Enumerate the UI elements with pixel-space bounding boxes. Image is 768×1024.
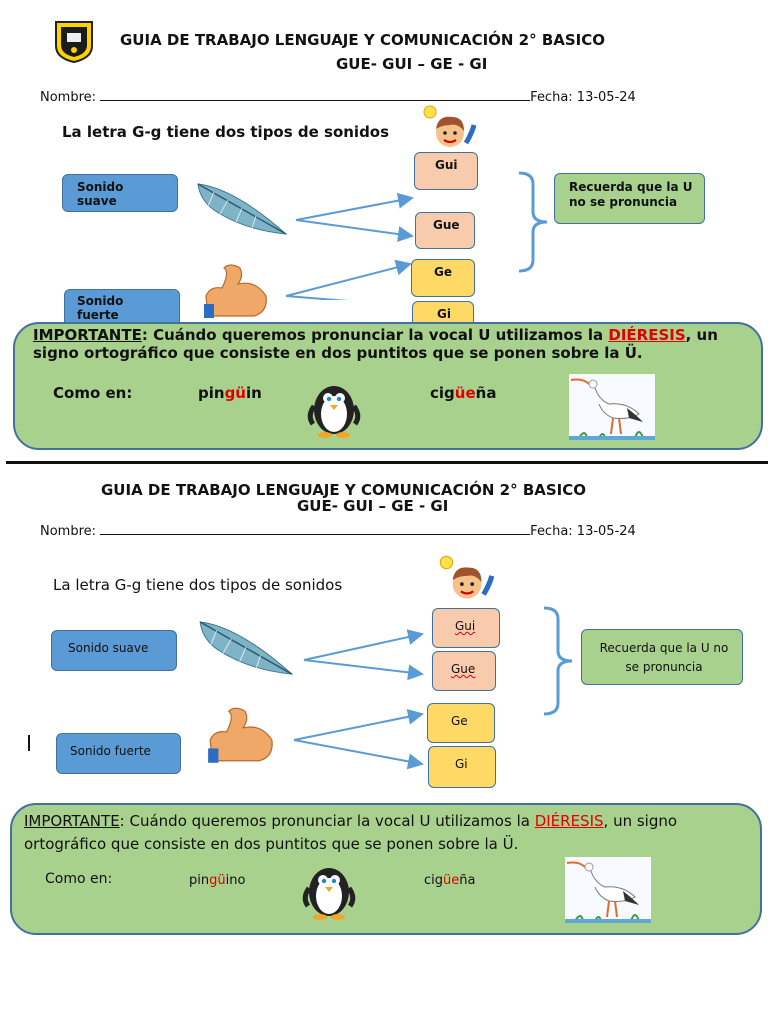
flexed-arm-icon xyxy=(208,707,273,763)
word-part: pin xyxy=(198,384,225,402)
soft-sound-label: Sonido suave xyxy=(77,180,124,208)
worksheet-title: GUIA DE TRABAJO LENGUAJE Y COMUNICACIÓN … xyxy=(120,31,606,49)
boy-idea-icon xyxy=(439,555,495,599)
word-part: pin xyxy=(189,873,210,888)
dieresis-word: DIÉRESIS xyxy=(608,326,686,344)
syllable-gui: Gui xyxy=(432,608,500,648)
name-label: Nombre: xyxy=(40,90,97,105)
worksheet-title: GUIA DE TRABAJO LENGUAJE Y COMUNICACIÓN … xyxy=(101,481,587,499)
syllable-ge: Ge xyxy=(411,259,475,297)
word-part: ino xyxy=(225,873,246,888)
word-part: cig xyxy=(424,873,444,888)
word-part: in xyxy=(245,384,262,402)
example-label: Como en: xyxy=(45,871,113,887)
text-cursor xyxy=(28,735,30,751)
bracket-icon xyxy=(518,171,548,273)
name-date-row: Nombre: Fecha: 13-05-24 xyxy=(40,88,636,105)
important-label: IMPORTANTE xyxy=(24,812,120,830)
example-label: Como en: xyxy=(53,384,133,402)
syllable-gui: Gui xyxy=(414,152,478,190)
feather-icon xyxy=(199,621,294,675)
worksheet-subtitle: GUE- GUI – GE - GI xyxy=(336,55,488,73)
bracket-icon xyxy=(543,606,573,716)
important-text-1: : Cuándo queremos pronunciar la vocal U … xyxy=(119,812,535,830)
word-part: ña xyxy=(459,873,476,888)
boy-idea-icon xyxy=(423,105,477,147)
word-highlight: gü xyxy=(224,384,246,402)
syllable-text: Gue xyxy=(451,662,476,676)
important-text-2: , un signo ortográfico que consiste en d… xyxy=(24,812,678,853)
important-text-2: , un signo ortográfico que consiste en d… xyxy=(33,326,718,362)
word-part: cig xyxy=(430,384,455,402)
example-word-ciguena: cigüeña xyxy=(430,384,496,402)
name-date-row: Nombre: Fecha: 13-05-24 xyxy=(40,522,636,535)
flexed-arm-icon xyxy=(204,264,267,318)
stork-icon xyxy=(569,374,655,440)
stork-icon xyxy=(565,857,651,923)
penguin-icon xyxy=(302,868,356,920)
school-crest-icon xyxy=(55,21,93,64)
section-divider xyxy=(6,461,768,464)
important-paragraph: IMPORTANTE: Cuándo queremos pronunciar l… xyxy=(33,326,739,378)
syllable-gue: Gue xyxy=(432,651,496,691)
example-word-pinguin: pingüin xyxy=(198,384,262,402)
word-highlight: gü xyxy=(209,873,226,888)
soft-sound-box: Sonido suave xyxy=(51,630,177,671)
example-word-pinguino: pingüino xyxy=(189,873,245,888)
feather-icon xyxy=(197,183,288,235)
name-field[interactable] xyxy=(100,522,531,535)
reminder-box: Recuerda que la U no se pronuncia xyxy=(581,629,743,685)
strong-sound-label: Sonido fuerte xyxy=(77,294,124,322)
soft-sound-label: Sonido suave xyxy=(68,641,149,655)
intro-text: La letra G-g tiene dos tipos de sonidos xyxy=(53,576,343,594)
name-label: Nombre: xyxy=(40,524,97,535)
strong-sound-label: Sonido fuerte xyxy=(70,744,151,758)
word-part: ña xyxy=(475,384,497,402)
soft-sound-box: Sonido suave xyxy=(62,174,178,212)
important-label: IMPORTANTE xyxy=(33,326,142,344)
syllable-ge: Ge xyxy=(427,703,495,743)
intro-text: La letra G-g tiene dos tipos de sonidos xyxy=(62,123,390,141)
penguin-icon xyxy=(307,386,361,438)
reminder-box: Recuerda que la U no se pronuncia xyxy=(554,173,705,224)
date-label: Fecha: 13-05-24 xyxy=(530,90,636,105)
syllable-gue: Gue xyxy=(415,212,475,249)
syllable-text: Gui xyxy=(455,619,476,633)
arrows-diagram xyxy=(285,192,414,300)
dieresis-word: DIÉRESIS xyxy=(534,812,604,830)
arrows-diagram xyxy=(293,629,424,770)
name-field[interactable] xyxy=(100,88,531,101)
date-label: Fecha: 13-05-24 xyxy=(530,524,636,535)
worksheet-subtitle: GUE- GUI – GE - GI xyxy=(297,497,449,515)
syllable-gi: Gi xyxy=(428,746,496,788)
strong-sound-box: Sonido fuerte xyxy=(64,289,180,327)
important-text-1: : Cuándo queremos pronunciar la vocal U … xyxy=(141,326,609,344)
word-highlight: üe xyxy=(443,873,460,888)
word-highlight: üe xyxy=(454,384,476,402)
strong-sound-box: Sonido fuerte xyxy=(56,733,181,774)
important-paragraph: IMPORTANTE: Cuándo queremos pronunciar l… xyxy=(24,810,752,856)
example-word-ciguena: cigüeña xyxy=(424,873,475,888)
